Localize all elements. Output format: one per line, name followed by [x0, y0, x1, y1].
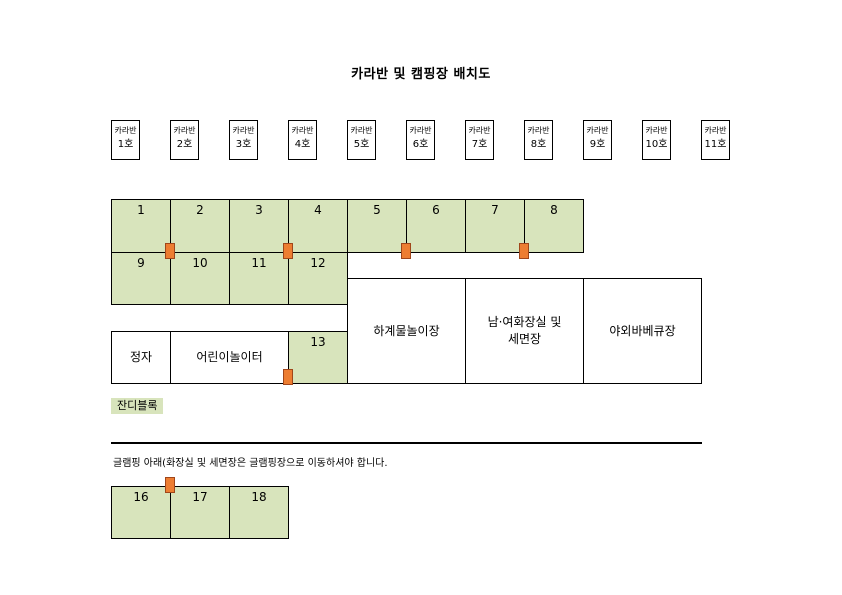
- caravan-label: 카라반: [468, 126, 491, 135]
- camp-lot-3[interactable]: 3: [229, 199, 289, 253]
- caravan-number: 7호: [471, 139, 488, 150]
- power-post-icon: [283, 369, 293, 385]
- camp-lot-7[interactable]: 7: [465, 199, 525, 253]
- caravan-label: 카라반: [527, 126, 550, 135]
- caravan-label: 카라반: [409, 126, 432, 135]
- camp-lot-13[interactable]: 13: [288, 331, 348, 384]
- camp-lot-10[interactable]: 10: [170, 252, 230, 305]
- caravan-11[interactable]: 카라반 11호: [701, 120, 730, 160]
- restroom-washroom: 남·여화장실 및 세면장: [465, 278, 584, 384]
- grass-block-legend: 잔디블록: [111, 398, 164, 414]
- caravan-number: 2호: [176, 139, 193, 150]
- caravan-number: 9호: [589, 139, 606, 150]
- power-post-icon: [519, 243, 529, 259]
- bbq-area: 야외바베큐장: [583, 278, 702, 384]
- water-play-area: 하계물놀이장: [347, 278, 466, 384]
- camp-lot-5[interactable]: 5: [347, 199, 407, 253]
- camp-lot-9[interactable]: 9: [111, 252, 171, 305]
- caravan-label: 카라반: [704, 126, 727, 135]
- caravan-number: 4호: [294, 139, 311, 150]
- caravan-2[interactable]: 카라반 2호: [170, 120, 199, 160]
- camp-lot-6[interactable]: 6: [406, 199, 466, 253]
- caravan-number: 8호: [530, 139, 547, 150]
- caravan-4[interactable]: 카라반 4호: [288, 120, 317, 160]
- camp-lot-2[interactable]: 2: [170, 199, 230, 253]
- caravan-label: 카라반: [291, 126, 314, 135]
- caravan-number: 6호: [412, 139, 429, 150]
- caravan-10[interactable]: 카라반 10호: [642, 120, 671, 160]
- caravan-7[interactable]: 카라반 7호: [465, 120, 494, 160]
- caravan-6[interactable]: 카라반 6호: [406, 120, 435, 160]
- glamping-lot-18[interactable]: 18: [229, 486, 289, 539]
- caravan-number: 5호: [353, 139, 370, 150]
- caravan-label: 카라반: [232, 126, 255, 135]
- glamping-notice: 글램핑 아래(화장실 및 세면장은 글램핑장으로 이동하셔야 합니다.: [113, 458, 388, 469]
- caravan-label: 카라반: [114, 126, 137, 135]
- caravan-label: 카라반: [173, 126, 196, 135]
- caravan-1[interactable]: 카라반 1호: [111, 120, 140, 160]
- power-post-icon: [165, 477, 175, 493]
- restroom-label-line2: 세면장: [507, 332, 542, 346]
- camp-lot-1[interactable]: 1: [111, 199, 171, 253]
- power-post-icon: [283, 243, 293, 259]
- caravan-number: 11호: [704, 139, 727, 150]
- caravan-label: 카라반: [586, 126, 609, 135]
- restroom-label-line1: 남·여화장실 및: [487, 315, 562, 329]
- caravan-5[interactable]: 카라반 5호: [347, 120, 376, 160]
- playground: 어린이놀이터: [170, 331, 289, 384]
- caravan-number: 10호: [645, 139, 668, 150]
- arbor: 정자: [111, 331, 171, 384]
- caravan-label: 카라반: [350, 126, 373, 135]
- camp-lot-4[interactable]: 4: [288, 199, 348, 253]
- caravan-number: 3호: [235, 139, 252, 150]
- section-divider: [111, 442, 702, 444]
- caravan-8[interactable]: 카라반 8호: [524, 120, 553, 160]
- glamping-lot-17[interactable]: 17: [170, 486, 230, 539]
- caravan-number: 1호: [117, 139, 134, 150]
- camp-lot-8[interactable]: 8: [524, 199, 584, 253]
- camp-lot-11[interactable]: 11: [229, 252, 289, 305]
- glamping-lot-16[interactable]: 16: [111, 486, 171, 539]
- power-post-icon: [401, 243, 411, 259]
- caravan-9[interactable]: 카라반 9호: [583, 120, 612, 160]
- caravan-label: 카라반: [645, 126, 668, 135]
- power-post-icon: [165, 243, 175, 259]
- caravan-3[interactable]: 카라반 3호: [229, 120, 258, 160]
- page-title: 카라반 및 캠핑장 배치도: [351, 67, 491, 82]
- camp-lot-12[interactable]: 12: [288, 252, 348, 305]
